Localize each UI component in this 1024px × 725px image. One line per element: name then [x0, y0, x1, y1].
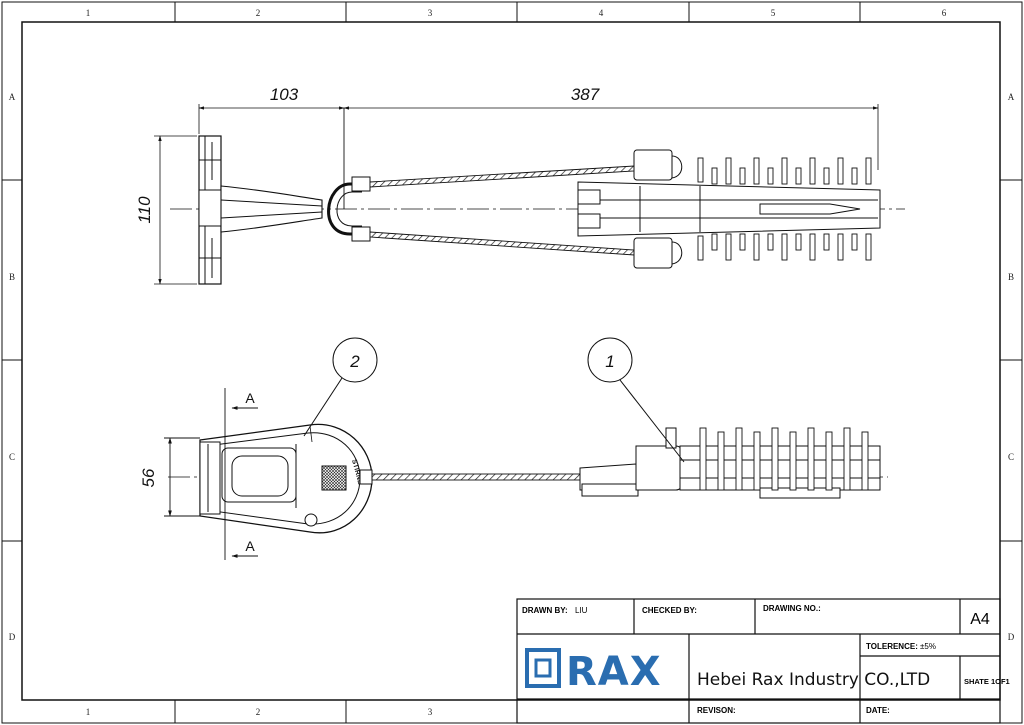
section-a-top: A	[245, 390, 255, 406]
checked-by-label: CHECKED BY:	[642, 606, 697, 615]
hook-shank	[220, 185, 323, 233]
section-marks	[164, 388, 258, 560]
body-hole	[304, 513, 318, 527]
balloon-1-label: 1	[605, 352, 614, 371]
zone-row-d-right: D	[1008, 632, 1015, 642]
dim-387: 387	[571, 85, 600, 104]
bail-end-lower	[351, 226, 371, 242]
wedge-mesh	[321, 465, 347, 491]
hook-plate	[198, 135, 222, 285]
zone-bcol-3: 3	[428, 707, 433, 717]
revision-label: REVISON:	[697, 706, 736, 715]
drawn-by-label: DRAWN BY:	[522, 606, 568, 615]
balloon-2-leader	[303, 377, 343, 437]
zone-col-1: 1	[86, 8, 91, 18]
tolerance-label: TOLERENCE:	[866, 642, 918, 651]
tolerance-value: ±5%	[920, 642, 936, 651]
clamp-teeth-top	[697, 157, 872, 261]
dim-103: 103	[270, 85, 299, 104]
balloon-2-circle	[332, 337, 378, 383]
zone-row-a-left: A	[9, 92, 16, 102]
logo-wordmark: RAX	[566, 649, 662, 695]
top-view	[154, 104, 905, 285]
bail-loop	[327, 182, 362, 236]
zone-col-5: 5	[771, 8, 776, 18]
zone-col-6: 6	[942, 8, 947, 18]
balloon-2-label: 2	[349, 352, 360, 371]
zone-row-a-right: A	[1008, 92, 1015, 102]
zone-row-c-left: C	[9, 452, 15, 462]
clamp-body-top	[577, 149, 881, 269]
date-label: DATE:	[866, 706, 890, 715]
bottom-view: STIRNE	[164, 337, 888, 560]
zone-row-c-right: C	[1008, 452, 1014, 462]
dim-110: 110	[135, 196, 154, 224]
drawing-no-label: DRAWING NO.:	[763, 604, 821, 613]
section-a-bottom: A	[245, 538, 255, 554]
clamp-teeth-bottom	[699, 427, 869, 491]
zone-row-d-left: D	[9, 632, 16, 642]
dim-56: 56	[139, 468, 158, 487]
dim-lines-top	[154, 104, 879, 285]
zone-bcol-1: 1	[86, 707, 91, 717]
zone-row-b-left: B	[9, 272, 15, 282]
zone-labels: 1 2 3 4 5 6 1 2 3 A B C D A B C D	[9, 8, 1015, 717]
zone-bcol-2: 2	[256, 707, 261, 717]
zone-col-3: 3	[428, 8, 433, 18]
rax-logo: RAX	[525, 648, 662, 695]
balloon-1-circle	[587, 337, 633, 383]
zone-row-b-right: B	[1008, 272, 1014, 282]
zone-col-2: 2	[256, 8, 261, 18]
clamp-body-bottom	[579, 427, 881, 499]
title-block	[516, 598, 1001, 724]
zone-col-4: 4	[599, 8, 604, 18]
sheet-label: SHATE 1OF1	[964, 677, 1010, 686]
drawn-by-value: LIU	[575, 606, 588, 615]
bail-end-upper	[351, 176, 371, 192]
balloon-1-leader	[619, 379, 685, 463]
logo-square-icon	[525, 648, 561, 688]
paper-size: A4	[970, 611, 990, 628]
company-name: Hebei Rax Industry CO.,LTD	[697, 670, 930, 690]
